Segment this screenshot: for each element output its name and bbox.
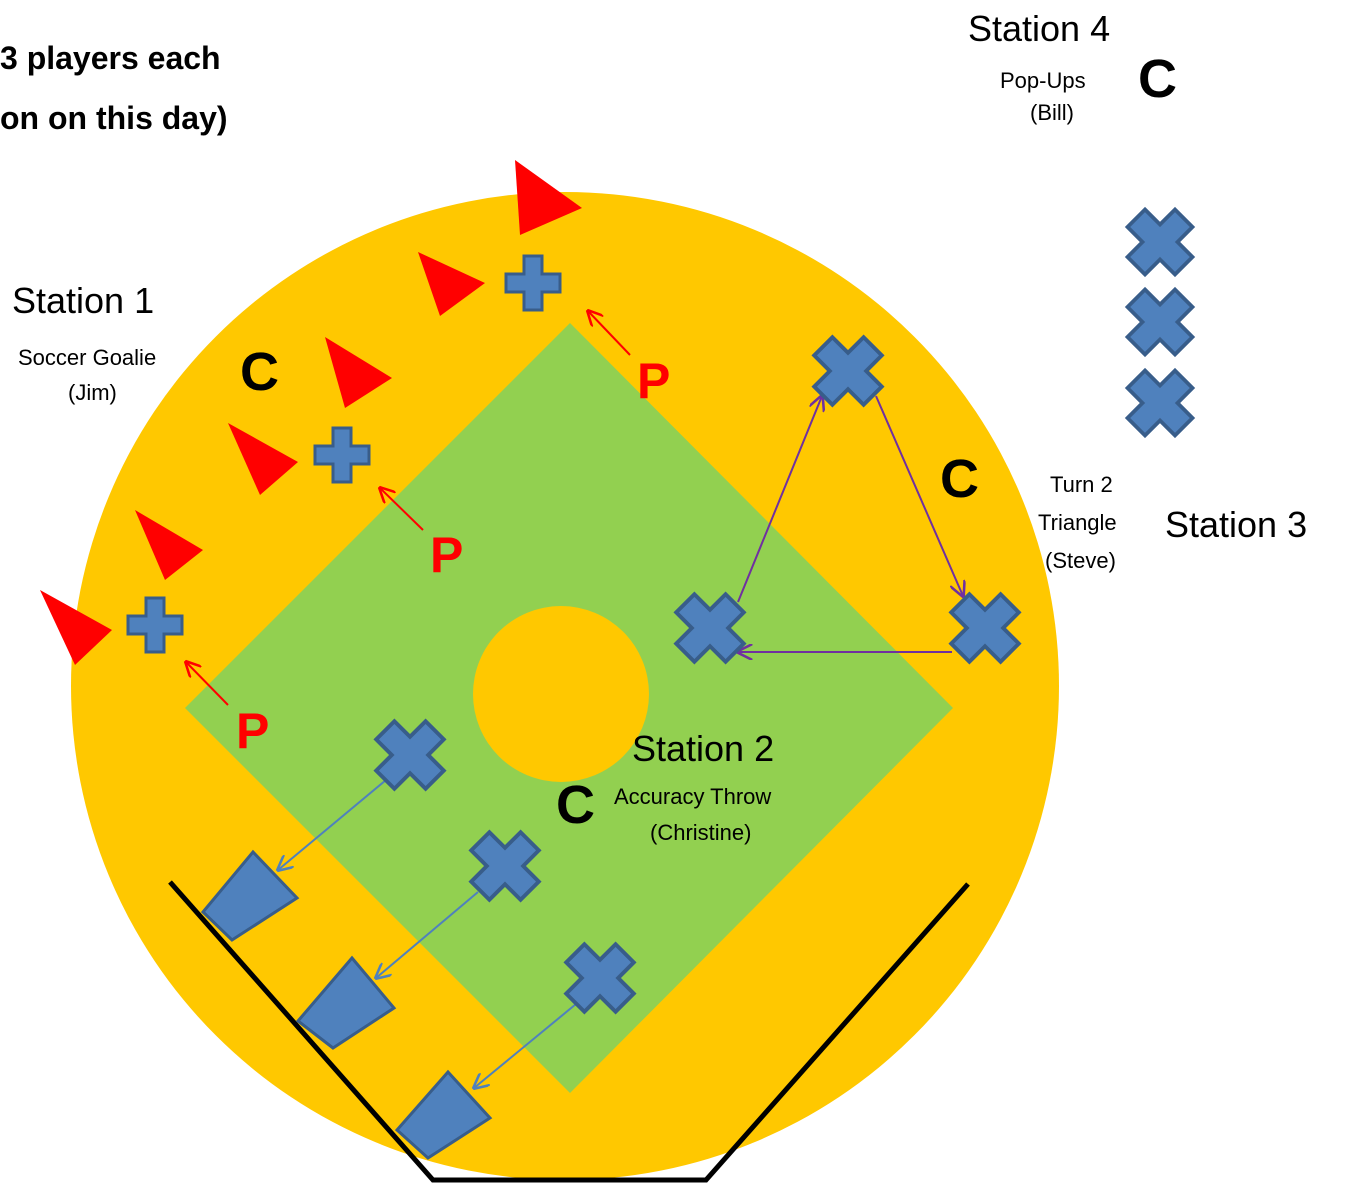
station-1-coach-marker: C [240, 342, 279, 402]
pitch-arrow [186, 662, 229, 706]
station-4-coach-name: (Bill) [1030, 100, 1074, 125]
station-2-coach-marker: C [556, 775, 595, 835]
player-x-icon [1125, 368, 1195, 438]
throw-arrow [376, 891, 479, 978]
station-3-title: Station 3 [1165, 504, 1308, 545]
station-2-coach-name: (Christine) [650, 820, 752, 845]
station-2-activity: Accuracy Throw [614, 784, 772, 809]
station-3-activity-line-1: Turn 2 [1050, 472, 1113, 497]
cone-icon [515, 160, 582, 235]
target-trapezoid-icon [394, 1069, 493, 1160]
header-line-2: on on this day) [0, 100, 228, 136]
station-1-activity: Soccer Goalie [18, 345, 157, 370]
triangle-arrow [875, 395, 963, 596]
pitchers-mound [473, 606, 649, 782]
player-x-icon [1125, 287, 1195, 357]
backstop-line [168, 880, 970, 1183]
station-4-title: Station 4 [968, 8, 1111, 49]
pitcher-marker: P [236, 703, 270, 759]
station-2-title: Station 2 [632, 728, 775, 769]
station-1-coach-name: (Jim) [68, 380, 117, 405]
throw-arrow [474, 1003, 577, 1088]
cone-icon [418, 252, 485, 316]
pitch-arrow [380, 488, 424, 531]
station-3-activity-line-2: Triangle [1038, 510, 1117, 535]
station-4-coach-marker: C [1138, 49, 1177, 109]
station-3-coach-name: (Steve) [1045, 548, 1116, 573]
cone-icon [325, 337, 392, 408]
cone-icon [40, 590, 112, 665]
pitcher-marker: P [637, 353, 671, 409]
player-x-icon [1125, 207, 1195, 277]
target-trapezoid-icon [200, 849, 300, 942]
station-3-coach-marker: C [940, 449, 979, 509]
header-line-1: 3 players each [0, 40, 221, 76]
triangle-arrow [737, 396, 822, 603]
pitcher-marker: P [430, 527, 464, 583]
pitch-arrow [588, 311, 631, 356]
cone-icon [135, 510, 203, 580]
cone-icon [228, 423, 298, 495]
station-1-title: Station 1 [12, 280, 155, 321]
station-4-activity: Pop-Ups [1000, 68, 1086, 93]
target-trapezoid-icon [295, 955, 397, 1050]
throw-arrow [278, 779, 387, 870]
